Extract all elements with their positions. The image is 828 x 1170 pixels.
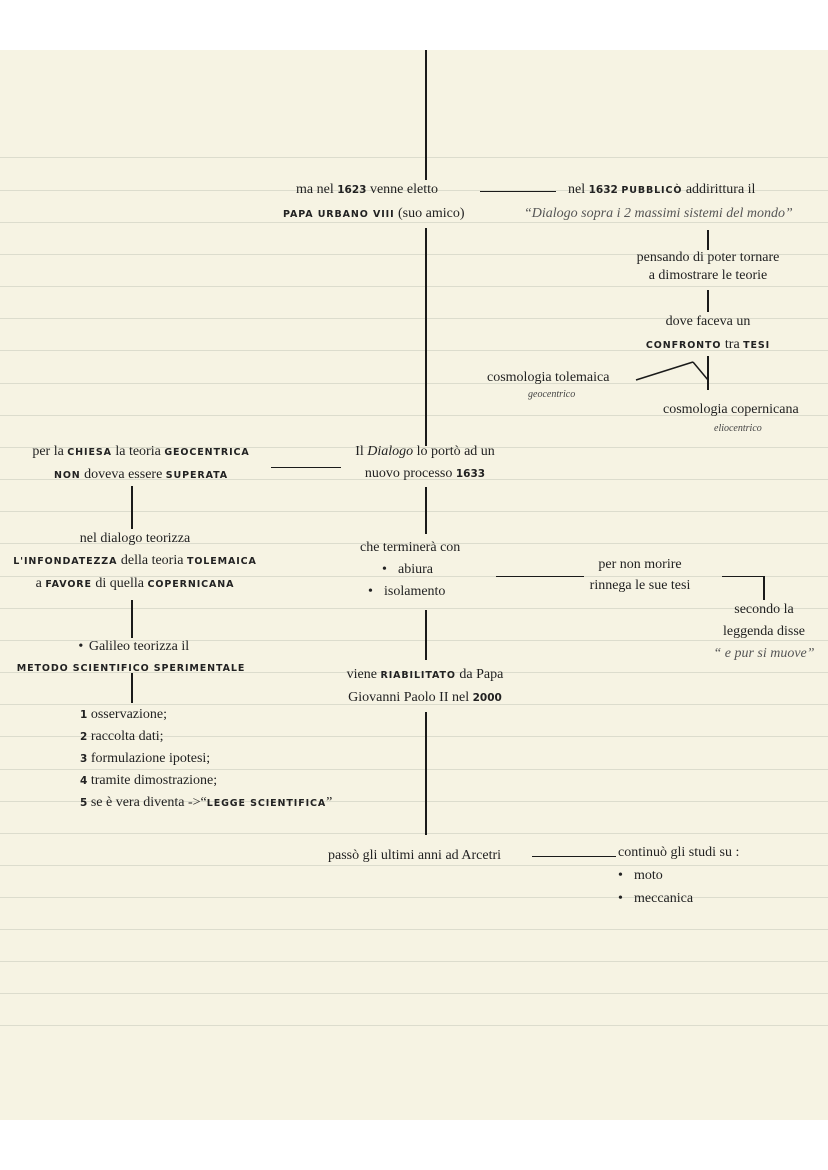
- ruled-line: [0, 222, 828, 223]
- note-eliocentrico: eliocentrico: [714, 423, 762, 434]
- node-confronto: dove faceva un confronto tra tesi: [645, 314, 771, 352]
- connector-line: [425, 610, 427, 660]
- method-steps: 1 osservazione; 2 raccolta dati; 3 formu…: [80, 704, 332, 815]
- node-elezione-papa-2: Papa urbano VIII (suo amico): [283, 206, 465, 221]
- ruled-line: [0, 350, 828, 351]
- connector-line: [271, 467, 341, 468]
- node-copernicana: cosmologia copernicana: [663, 402, 799, 417]
- connector-line: [496, 576, 584, 577]
- connector-line: [763, 576, 765, 600]
- connector-line: [532, 856, 616, 857]
- ruled-line: [0, 640, 828, 641]
- connector-line: [425, 487, 427, 534]
- ruled-line: [0, 543, 828, 544]
- connector-line: [480, 191, 556, 192]
- node-studi: continuò gli studi su : •moto •meccanica: [618, 845, 740, 906]
- connector-line: [425, 712, 427, 835]
- node-riabilitato: viene riabilitato da Papa Giovanni Paolo…: [346, 667, 504, 705]
- step-item: 1 osservazione;: [80, 707, 168, 722]
- ruled-line: [0, 318, 828, 319]
- step-item: 3 formulazione ipotesi;: [80, 751, 211, 766]
- connector-line: [722, 576, 764, 577]
- connector-line: [131, 486, 133, 529]
- ruled-line: [0, 961, 828, 962]
- ruled-line: [0, 736, 828, 737]
- ruled-line: [0, 833, 828, 834]
- ruled-line: [0, 608, 828, 609]
- ruled-line: [0, 479, 828, 480]
- node-tolemaica: cosmologia tolemaica: [487, 370, 610, 385]
- ruled-line: [0, 672, 828, 673]
- connector-line: [131, 673, 133, 703]
- ruled-line: [0, 897, 828, 898]
- node-terminera: che terminerà con •abiura •isolamento: [360, 540, 461, 599]
- ruled-line: [0, 511, 828, 512]
- ruled-line: [0, 576, 828, 577]
- node-leggenda: secondo la leggenda disse “ e pur si muo…: [713, 602, 815, 661]
- dialogo-title: “Dialogo sopra i 2 massimi sistemi del m…: [524, 206, 793, 221]
- connector-line: [425, 228, 427, 446]
- connector-line: [131, 600, 133, 638]
- note-geocentrico: geocentrico: [528, 389, 576, 400]
- node-dialogo-teorizza: nel dialogo teorizza l'infondatezza dell…: [13, 531, 257, 591]
- node-chiesa: per la chiesa la teoria geocentrica non …: [32, 444, 250, 482]
- node-arcetri: passò gli ultimi anni ad Arcetri: [328, 848, 502, 863]
- connector-line: [707, 290, 709, 312]
- ruled-line: [0, 157, 828, 158]
- ruled-line: [0, 286, 828, 287]
- ruled-line: [0, 929, 828, 930]
- step-item: 2 raccolta dati;: [80, 729, 164, 744]
- ruled-line: [0, 769, 828, 770]
- ruled-line: [0, 993, 828, 994]
- ruled-line: [0, 254, 828, 255]
- ruled-line: [0, 415, 828, 416]
- connector-line: [707, 356, 709, 390]
- node-metodo: •Galileo teorizza il metodo scientifico …: [16, 639, 246, 674]
- ruled-line: [0, 1025, 828, 1026]
- connector-line: [425, 50, 427, 180]
- node-processo: Il Dialogo lo portò ad un nuovo processo…: [355, 444, 495, 481]
- notebook-page: [0, 50, 828, 1120]
- ruled-line: [0, 704, 828, 705]
- fork-lines: [635, 361, 709, 381]
- step-item: 5 se è vera diventa ->“legge scientifica…: [80, 795, 333, 810]
- ruled-line: [0, 447, 828, 448]
- ruled-line: [0, 801, 828, 802]
- ruled-line: [0, 865, 828, 866]
- ruled-line: [0, 383, 828, 384]
- ruled-line: [0, 190, 828, 191]
- node-pubblicazione: nel 1632 pubblicò addirittura il: [568, 182, 756, 197]
- node-elezione-papa: ma nel 1623 venne eletto: [296, 182, 438, 197]
- connector-line: [707, 230, 709, 250]
- step-item: 4 tramite dimostrazione;: [80, 773, 218, 788]
